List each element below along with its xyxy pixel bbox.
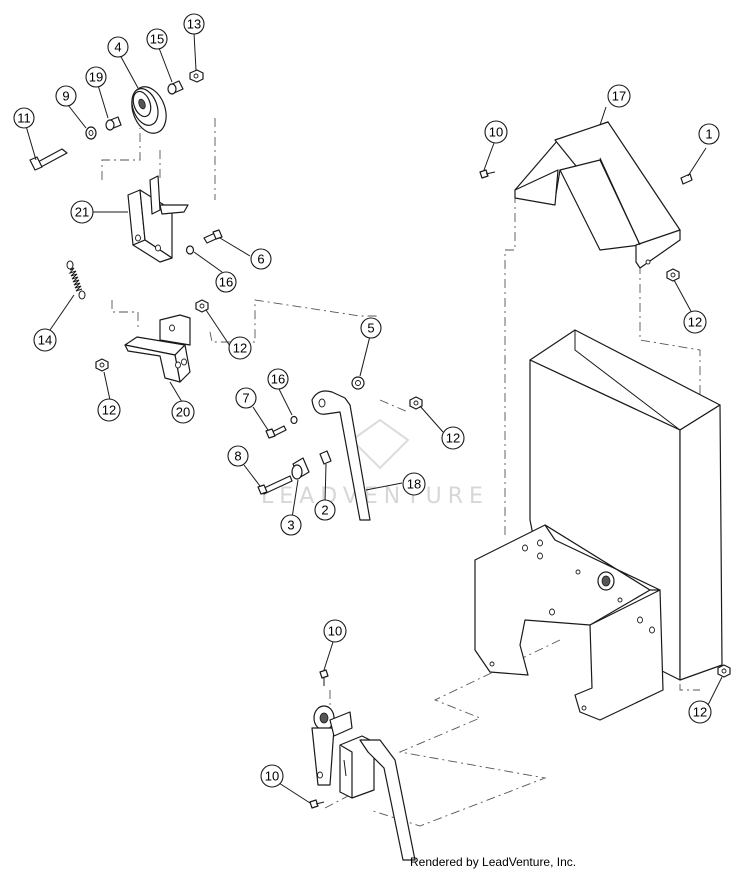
callout-1: 1 — [698, 123, 720, 145]
part-12-nut-d — [666, 268, 680, 282]
callout-21: 21 — [70, 200, 94, 224]
callout-17: 17 — [607, 84, 631, 108]
svg-text:18: 18 — [407, 477, 421, 492]
watermark-text: LEADVENTURE — [261, 484, 489, 509]
callout-7: 7 — [235, 387, 257, 409]
svg-text:16: 16 — [219, 275, 233, 290]
part-16-washer-b — [290, 415, 298, 425]
switch-assembly — [311, 705, 416, 861]
part-12-nut-b — [95, 358, 109, 372]
svg-text:20: 20 — [176, 405, 190, 420]
svg-text:10: 10 — [489, 125, 503, 140]
svg-text:3: 3 — [287, 518, 294, 533]
part-21-bracket — [127, 175, 189, 263]
callout-10-c: 10 — [260, 764, 284, 788]
svg-text:16: 16 — [271, 372, 285, 387]
svg-text:6: 6 — [257, 252, 264, 267]
part-9-washer — [85, 126, 97, 140]
part-4-pulley — [131, 86, 167, 134]
part-3-spacer — [291, 457, 310, 480]
callout-19: 19 — [85, 66, 107, 88]
callout-10-a: 10 — [484, 120, 508, 144]
part-2-pin — [319, 450, 332, 465]
leader-lines — [25, 32, 723, 804]
svg-text:8: 8 — [234, 449, 241, 464]
svg-text:11: 11 — [17, 111, 31, 126]
part-1-clip — [680, 173, 693, 185]
footer-credit: Rendered by LeadVenture, Inc. — [410, 855, 576, 869]
part-6-bolt — [203, 229, 223, 244]
part-13-nut — [189, 69, 204, 83]
svg-text:12: 12 — [693, 705, 707, 720]
svg-text:19: 19 — [89, 70, 103, 85]
svg-text:12: 12 — [233, 341, 247, 356]
part-7-bolt — [265, 425, 287, 439]
part-16-washer-a — [185, 245, 195, 255]
callout-18: 18 — [402, 472, 426, 496]
svg-text:12: 12 — [446, 431, 460, 446]
svg-text:10: 10 — [328, 624, 342, 639]
part-12-nut-e — [717, 664, 731, 678]
svg-text:10: 10 — [265, 769, 279, 784]
part-10-screw-b — [319, 669, 329, 686]
part-12-nut-a — [195, 299, 209, 313]
part-5-washer — [351, 376, 365, 390]
svg-text:9: 9 — [62, 89, 69, 104]
watermark: LEADVENTURE — [261, 418, 489, 509]
part-10-screw-a — [479, 169, 496, 179]
callout-9: 9 — [55, 85, 77, 107]
callout-10-b: 10 — [323, 619, 347, 643]
callout-20: 20 — [171, 400, 195, 424]
svg-text:17: 17 — [612, 89, 626, 104]
svg-text:1: 1 — [705, 127, 712, 142]
part-19-spacer — [105, 116, 122, 131]
part-8-bolt — [257, 475, 293, 495]
main-housing — [474, 329, 723, 721]
svg-text:13: 13 — [187, 17, 201, 32]
callout-16-b: 16 — [267, 368, 289, 390]
callout-14: 14 — [33, 328, 57, 352]
callout-12-a: 12 — [228, 336, 252, 360]
callout-13: 13 — [183, 13, 205, 35]
callout-15: 15 — [146, 28, 168, 50]
callout-4: 4 — [107, 36, 129, 58]
callout-12-e: 12 — [688, 700, 712, 724]
part-17-cover — [514, 121, 681, 269]
part-11-bolt — [29, 148, 68, 171]
svg-text:12: 12 — [688, 315, 702, 330]
svg-text:5: 5 — [367, 321, 374, 336]
part-18-arm — [311, 390, 371, 521]
svg-text:7: 7 — [242, 391, 249, 406]
part-20-bracket — [124, 314, 191, 383]
part-14-spring — [66, 260, 86, 300]
callout-6: 6 — [250, 248, 272, 270]
callout-5: 5 — [360, 317, 382, 339]
svg-text:2: 2 — [321, 503, 328, 518]
callout-12-c: 12 — [441, 426, 465, 450]
svg-text:21: 21 — [75, 205, 89, 220]
callout-8: 8 — [227, 445, 249, 467]
callout-12-d: 12 — [683, 310, 707, 334]
svg-text:4: 4 — [114, 40, 121, 55]
callout-11: 11 — [13, 107, 35, 129]
svg-text:15: 15 — [150, 32, 164, 47]
callout-2: 2 — [314, 499, 336, 521]
part-15-bushing — [167, 80, 184, 95]
part-12-nut-c — [409, 396, 423, 410]
callout-3: 3 — [280, 514, 302, 536]
svg-text:14: 14 — [38, 333, 52, 348]
svg-text:12: 12 — [102, 403, 116, 418]
callout-12-b: 12 — [97, 398, 121, 422]
part-10-screw-c — [309, 799, 325, 809]
callout-16-a: 16 — [215, 271, 237, 293]
